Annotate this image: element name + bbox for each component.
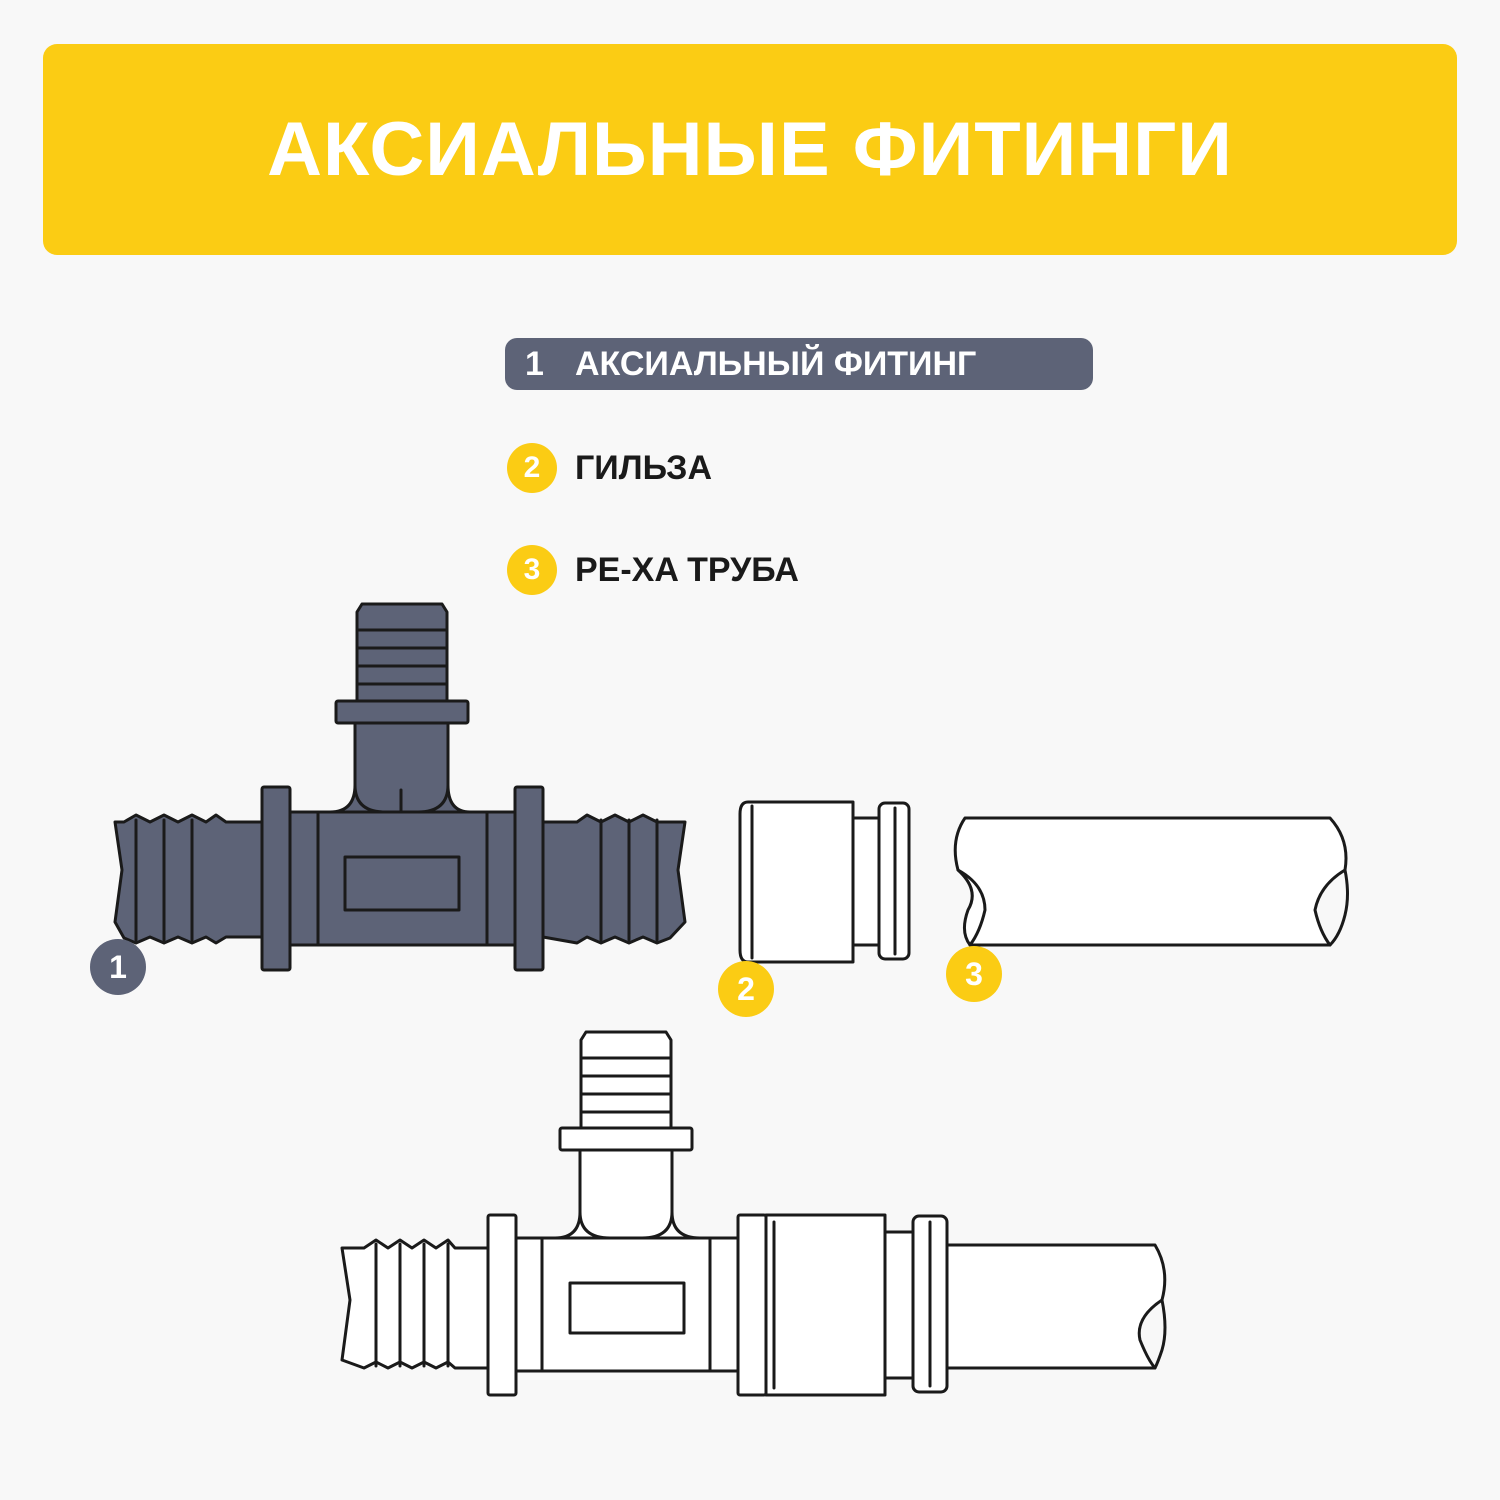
sleeve-icon <box>738 800 911 964</box>
legend-label: PE-XA ТРУБА <box>575 550 799 589</box>
legend-number: 3 <box>507 545 557 595</box>
legend-item-fitting: 1 АКСИАЛЬНЫЙ ФИТИНГ <box>505 338 1093 390</box>
legend-label: ГИЛЬЗА <box>575 448 713 487</box>
marker-sleeve: 2 <box>718 961 774 1017</box>
marker-fitting: 1 <box>90 939 146 995</box>
legend-item-sleeve: 2 ГИЛЬЗА <box>507 442 712 494</box>
pipe-icon <box>953 816 1349 947</box>
legend-item-pipe: 3 PE-XA ТРУБА <box>507 544 799 596</box>
assembled-fitting-icon <box>340 1030 1167 1397</box>
legend-label: АКСИАЛЬНЫЙ ФИТИНГ <box>575 344 977 383</box>
page-title: АКСИАЛЬНЫЕ ФИТИНГИ <box>267 107 1233 192</box>
legend-number: 2 <box>507 443 557 493</box>
marker-pipe: 3 <box>946 946 1002 1002</box>
header-banner: АКСИАЛЬНЫЕ ФИТИНГИ <box>43 44 1457 255</box>
legend-number: 1 <box>525 344 544 383</box>
tee-fitting-icon <box>113 602 687 972</box>
